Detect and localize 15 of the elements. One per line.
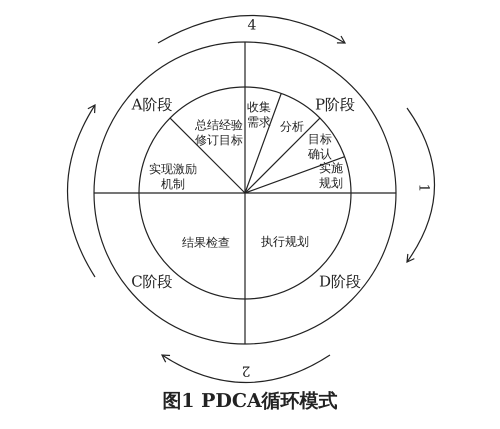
- step-number: 4: [248, 18, 256, 34]
- step-label: 执行规划: [260, 234, 310, 250]
- step-label: 分析: [280, 120, 304, 134]
- phase-label: P阶段: [305, 98, 365, 112]
- step-number: 1: [416, 184, 430, 192]
- phase-label: C阶段: [122, 274, 182, 290]
- step-label: 目标确认: [308, 132, 332, 162]
- figure-caption: 图1 PDCA循环模式: [161, 389, 339, 414]
- step-number: 2: [242, 362, 250, 378]
- step-label: 收集需求: [246, 100, 272, 130]
- phase-label: A阶段: [122, 98, 182, 112]
- step-label: 总结经验修订目标: [194, 118, 244, 148]
- step-label: 实现激励机制: [148, 162, 198, 192]
- phase-label: D阶段: [310, 274, 370, 290]
- step-label: 结果检查: [182, 236, 230, 250]
